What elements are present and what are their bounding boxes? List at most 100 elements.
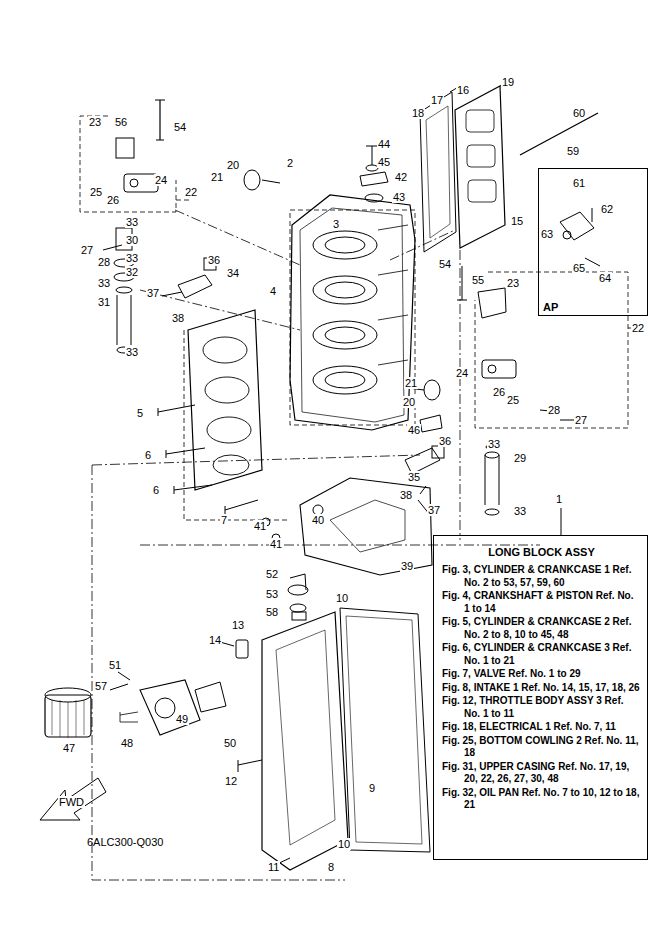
callout-number: 43: [392, 191, 406, 203]
callout-number: 28: [547, 404, 561, 416]
callout-number: 6: [144, 449, 152, 461]
callout-number: 53: [265, 588, 279, 600]
callout-number: 54: [438, 258, 452, 270]
callout-number: 59: [566, 145, 580, 157]
callout-number: 15: [510, 215, 524, 227]
callout-number: 27: [80, 244, 94, 256]
callout-number: 37: [146, 287, 160, 299]
callout-number: 16: [456, 84, 470, 96]
callout-number: 3: [332, 218, 340, 230]
callout-number: 20: [402, 396, 416, 408]
callout-number: 10: [337, 838, 351, 850]
callout-number: 41: [253, 520, 267, 532]
callout-number: 47: [62, 742, 76, 754]
callout-number: 22: [184, 186, 198, 198]
callout-number: 64: [598, 272, 612, 284]
callout-number: 14: [208, 634, 222, 646]
callout-number: 24: [154, 174, 168, 186]
figure-reference: Fig. 5, CYLINDER & CRANKCASE 2 Ref. No. …: [442, 616, 641, 641]
callout-number: 27: [574, 414, 588, 426]
callout-number: 6: [152, 484, 160, 496]
callout-number: 23: [88, 116, 102, 128]
callout-number: 49: [175, 713, 189, 725]
assembly-table: LONG BLOCK ASSY Fig. 3, CYLINDER & CRANKC…: [433, 535, 648, 860]
callout-number: 36: [438, 435, 452, 447]
callout-number: 26: [106, 194, 120, 206]
callout-number: 35: [407, 471, 421, 483]
callout-number: 23: [506, 277, 520, 289]
figure-reference: Fig. 6, CYLINDER & CRANKCASE 3 Ref. No. …: [442, 642, 641, 667]
callout-number: 18: [411, 107, 425, 119]
callout-number: 34: [226, 267, 240, 279]
callout-number: 50: [223, 737, 237, 749]
callout-number: 30: [125, 234, 139, 246]
callout-number: 28: [97, 256, 111, 268]
variant-box: AP: [538, 168, 648, 316]
callout-number: 65: [572, 262, 586, 274]
callout-number: 9: [368, 782, 376, 794]
callout-number: 33: [125, 252, 139, 264]
callout-number: 32: [125, 266, 139, 278]
callout-number: 5: [136, 407, 144, 419]
callout-number: 48: [120, 737, 134, 749]
callout-number: 52: [265, 568, 279, 580]
callout-number: 25: [89, 186, 103, 198]
callout-number: 37: [427, 504, 441, 516]
callout-number: 13: [231, 619, 245, 631]
callout-number: 29: [513, 452, 527, 464]
variant-code: AP: [543, 301, 558, 313]
figure-reference: Fig. 7, VALVE Ref. No. 1 to 29: [442, 668, 641, 681]
callout-number: 58: [265, 606, 279, 618]
callout-number: 42: [394, 171, 408, 183]
figure-reference: Fig. 32, OIL PAN Ref. No. 7 to 10, 12 to…: [442, 787, 641, 812]
table-heading: LONG BLOCK ASSY: [442, 546, 641, 558]
callout-number: 51: [108, 659, 122, 671]
callout-number: 36: [207, 254, 221, 266]
callout-number: 33: [513, 505, 527, 517]
callout-number: 56: [114, 116, 128, 128]
callout-number: 40: [311, 514, 325, 526]
figure-reference: Fig. 31, UPPER CASING Ref. No. 17, 19, 2…: [442, 761, 641, 786]
figure-reference: Fig. 25, BOTTOM COWLING 2 Ref. No. 11, 1…: [442, 735, 641, 760]
callout-number: 22: [631, 322, 645, 334]
callout-number: 63: [540, 228, 554, 240]
callout-number: 8: [327, 861, 335, 873]
callout-number: 19: [501, 76, 515, 88]
callout-number: 24: [455, 367, 469, 379]
callout-number: 26: [492, 386, 506, 398]
callout-number: FWD: [58, 796, 85, 808]
callout-number: 46: [407, 424, 421, 436]
callout-number: 12: [224, 775, 238, 787]
figure-reference: Fig. 4, CRANKSHAFT & PISTON Ref. No. 1 t…: [442, 590, 641, 615]
callout-number: 10: [335, 592, 349, 604]
callout-number: 2: [286, 157, 294, 169]
callout-number: 61: [572, 177, 586, 189]
callout-number: 38: [399, 489, 413, 501]
callout-number: 1: [555, 493, 563, 505]
callout-number: 17: [430, 94, 444, 106]
callout-number: 38: [171, 312, 185, 324]
drawing-code: 6ALC300-Q030: [86, 836, 164, 848]
callout-number: 39: [400, 560, 414, 572]
figure-reference: Fig. 3, CYLINDER & CRANKCASE 1 Ref. No. …: [442, 564, 641, 589]
callout-number: 33: [125, 346, 139, 358]
callout-number: 21: [404, 377, 418, 389]
callout-number: 21: [210, 171, 224, 183]
figure-reference: Fig. 12, THROTTLE BODY ASSY 3 Ref. No. 1…: [442, 695, 641, 720]
callout-number: 44: [377, 138, 391, 150]
callout-number: 62: [600, 203, 614, 215]
callout-number: 33: [97, 277, 111, 289]
figure-reference: Fig. 8, INTAKE 1 Ref. No. 14, 15, 17, 18…: [442, 682, 641, 695]
callout-number: 20: [226, 159, 240, 171]
callout-number: 33: [487, 438, 501, 450]
figure-reference: Fig. 18, ELECTRICAL 1 Ref. No. 7, 11: [442, 721, 641, 734]
callout-number: 33: [125, 216, 139, 228]
callout-number: 7: [220, 514, 228, 526]
callout-number: 57: [94, 680, 108, 692]
callout-number: 41: [269, 538, 283, 550]
callout-number: 4: [269, 285, 277, 297]
callout-number: 54: [173, 121, 187, 133]
callout-number: 45: [377, 156, 391, 168]
callout-number: 55: [471, 274, 485, 286]
callout-number: 60: [572, 107, 586, 119]
